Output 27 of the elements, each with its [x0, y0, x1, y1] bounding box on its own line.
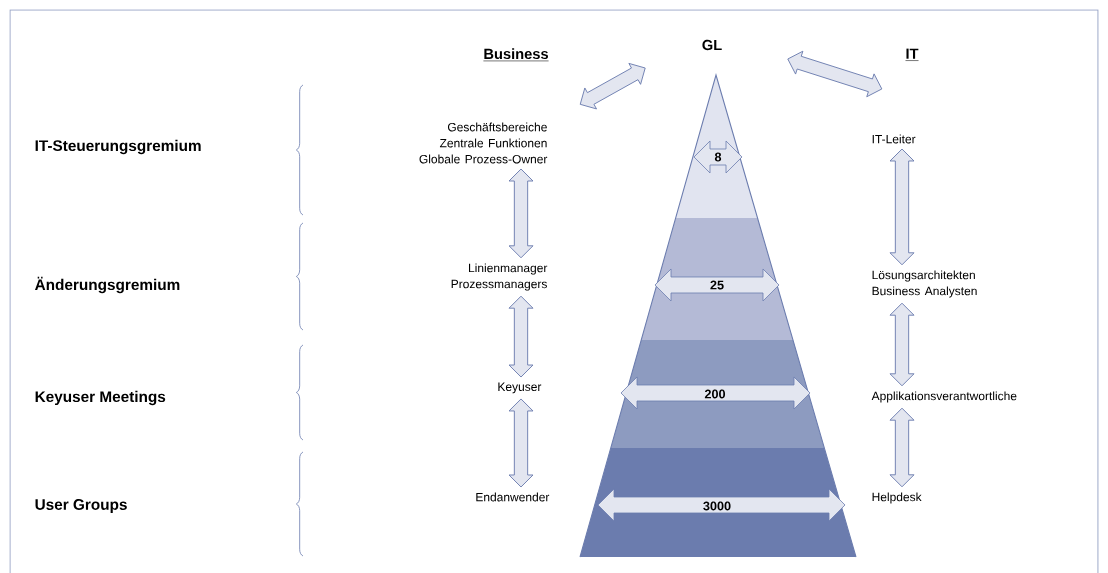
double-arrow — [889, 407, 915, 488]
double-arrow — [889, 148, 915, 266]
role-text: Helpdesk — [872, 492, 922, 504]
committee-label: IT-Steuerungsgremium — [35, 139, 201, 155]
role-text: Lösungsarchitekten Business Analysten — [872, 270, 977, 298]
double-arrow — [889, 302, 915, 387]
double-arrow — [579, 62, 646, 110]
column-heading: IT — [905, 48, 919, 61]
committee-label: Änderungsgremium — [35, 276, 180, 294]
role-text: Keyuser — [498, 382, 542, 394]
double-arrow — [508, 295, 534, 378]
role-text: Linienmanager Prozessmanagers — [451, 263, 548, 291]
role-text: Endanwender — [476, 492, 550, 502]
role-text: Geschäftsbereiche Zentrale Funktionen Globale Prozess-Owner — [419, 122, 548, 164]
double-arrow — [787, 50, 883, 98]
heading: GL — [702, 39, 722, 51]
double-arrow — [508, 168, 534, 259]
role-text: IT-Leiter — [872, 134, 916, 144]
count-label: 200 — [704, 389, 726, 399]
count-label: 3000 — [703, 501, 731, 511]
double-arrow — [508, 398, 534, 488]
count-label: 25 — [710, 280, 724, 290]
committee-label: Keyuser Meetings — [35, 390, 166, 406]
role-text: Applikationsverantwortliche — [871, 391, 1017, 403]
committee-label: User Groups — [35, 499, 127, 513]
column-heading: Business — [483, 48, 549, 62]
count-label: 8 — [714, 152, 722, 162]
